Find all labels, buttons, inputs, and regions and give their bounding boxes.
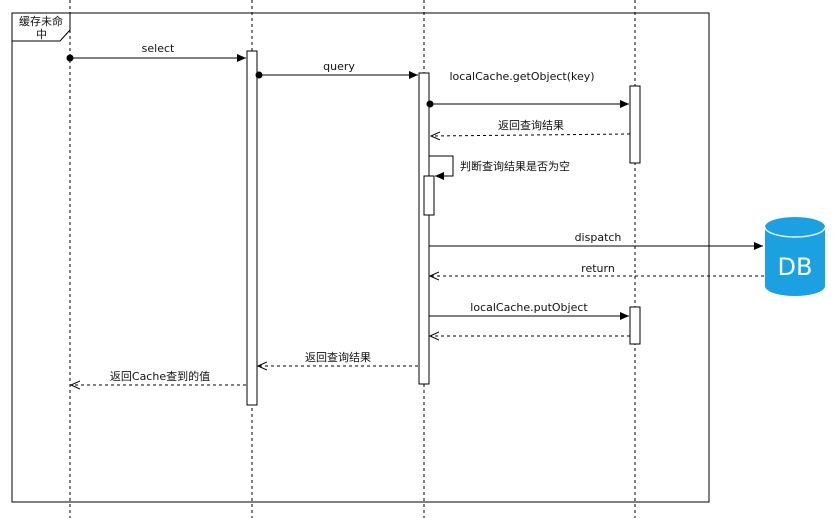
dispatch-label: dispatch (575, 231, 622, 244)
self-check-label: 判断查询结果是否为空 (460, 159, 570, 173)
return-label: return (581, 262, 615, 275)
self-check-arrow (429, 155, 454, 180)
return-query-1-label: 返回查询结果 (498, 118, 564, 132)
activation-local-cache-get (629, 85, 641, 164)
frame-box (11, 12, 710, 503)
activation-self-check (423, 175, 435, 216)
database-label: DB (778, 253, 813, 281)
activation-cache-manager (418, 72, 430, 385)
return-query-1-arrow (431, 134, 631, 136)
query-label: query (323, 60, 355, 73)
put-object-label: localCache.putObject (470, 301, 588, 314)
return-query-2-label: 返回查询结果 (305, 350, 371, 364)
activation-service (246, 50, 258, 406)
frame-label-line2: 中 (36, 28, 47, 41)
return-cache-label: 返回Cache查到的值 (110, 369, 210, 383)
activation-local-cache-put (629, 306, 641, 345)
database-icon: DB (764, 217, 826, 296)
get-object-label: localCache.getObject(key) (449, 70, 594, 83)
frame-label-tab (11, 12, 71, 42)
frame-label-line1: 缓存未命 (19, 14, 63, 28)
select-label: select (142, 42, 175, 55)
